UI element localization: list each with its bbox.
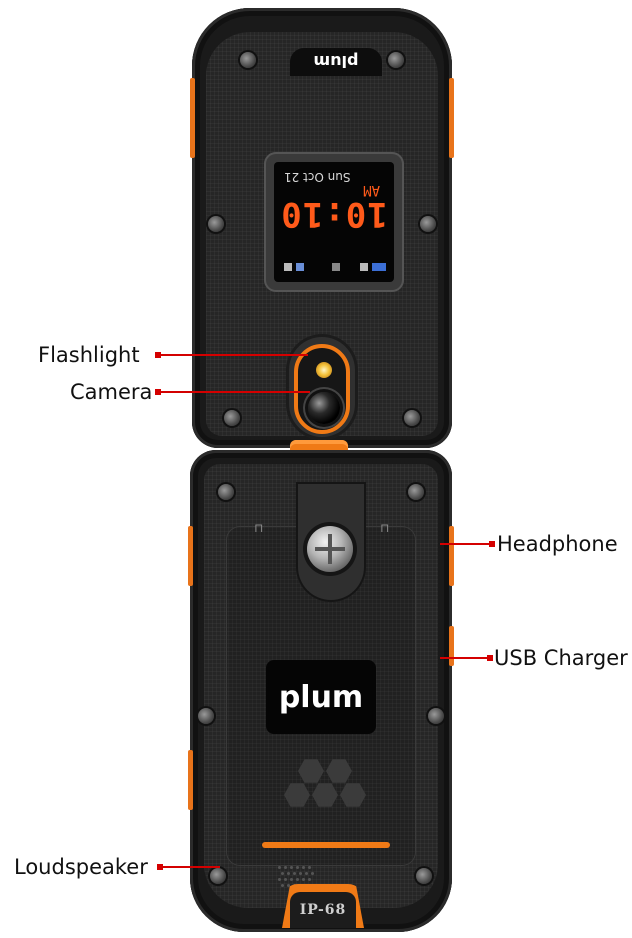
callout-loudspeaker-dot bbox=[157, 864, 163, 870]
callout-headphone-dot bbox=[489, 541, 495, 547]
signal-icon bbox=[360, 263, 368, 271]
screw-icon bbox=[388, 52, 404, 68]
external-display: 10:10 AM Sun Oct 21 bbox=[274, 162, 394, 282]
callout-usb-charger-line bbox=[440, 657, 490, 659]
side-accent-left bbox=[188, 526, 193, 586]
callout-flashlight-dot bbox=[155, 352, 161, 358]
callout-flashlight-line bbox=[158, 354, 308, 356]
ip-rating-label: IP-68 bbox=[290, 892, 356, 928]
screw-icon bbox=[218, 484, 234, 500]
callout-loudspeaker-label: Loudspeaker bbox=[14, 855, 148, 879]
usb-port-cover bbox=[449, 626, 454, 666]
network-icon bbox=[296, 263, 304, 271]
bottom-texture-panel: ⊓ ⊓ plum bbox=[198, 464, 444, 908]
message-icon bbox=[332, 263, 340, 271]
screw-icon bbox=[404, 410, 420, 426]
camera-module bbox=[286, 334, 358, 440]
callout-camera-line bbox=[158, 391, 310, 393]
battery-latch-knob[interactable] bbox=[307, 526, 353, 572]
flashlight-icon bbox=[316, 362, 332, 378]
phone-top-shell: plum 10:10 bbox=[190, 8, 454, 448]
unlock-icon: ⊓ bbox=[254, 521, 264, 535]
ip-rating-tab: IP-68 bbox=[282, 884, 364, 928]
callout-usb-charger-dot bbox=[487, 655, 493, 661]
clock-date: Sun Oct 21 bbox=[284, 170, 351, 184]
water-proof-icon bbox=[284, 783, 310, 807]
callout-loudspeaker-line bbox=[160, 866, 220, 868]
external-display-frame: 10:10 AM Sun Oct 21 bbox=[264, 152, 404, 292]
callout-headphone-label: Headphone bbox=[497, 532, 618, 556]
lock-icon: ⊓ bbox=[380, 521, 390, 535]
callout-camera-dot bbox=[155, 389, 161, 395]
screw-icon bbox=[224, 410, 240, 426]
alarm-icon bbox=[284, 263, 292, 271]
side-accent-left bbox=[190, 78, 195, 158]
camera-lens-icon bbox=[308, 392, 340, 424]
side-accent-right bbox=[449, 78, 454, 158]
screw-icon bbox=[210, 868, 226, 884]
battery-icon bbox=[372, 263, 386, 271]
drop-proof-icon bbox=[326, 759, 352, 783]
callout-usb-charger-label: USB Charger bbox=[494, 646, 628, 670]
screw-icon bbox=[428, 708, 444, 724]
clock-time: 10:10 bbox=[280, 194, 388, 234]
top-brand-logo: plum bbox=[290, 48, 382, 76]
callout-headphone-line bbox=[440, 543, 492, 545]
accent-bar bbox=[262, 842, 390, 848]
status-bar bbox=[280, 262, 388, 274]
back-brand-logo: plum bbox=[266, 660, 376, 734]
clock-ampm: AM bbox=[363, 182, 380, 198]
temperature-icon bbox=[312, 783, 338, 807]
screw-icon bbox=[416, 868, 432, 884]
side-accent-left bbox=[188, 750, 193, 810]
dust-proof-icon bbox=[298, 759, 324, 783]
screw-icon bbox=[408, 484, 424, 500]
callout-camera-label: Camera bbox=[70, 380, 153, 404]
side-accent-right bbox=[449, 526, 454, 586]
phone-bottom-shell: ⊓ ⊓ plum IP-68 bbox=[188, 450, 454, 932]
top-texture-panel: plum 10:10 bbox=[206, 32, 438, 440]
screw-icon bbox=[198, 708, 214, 724]
vibration-icon bbox=[340, 783, 366, 807]
screw-icon bbox=[240, 52, 256, 68]
callout-flashlight-label: Flashlight bbox=[38, 343, 140, 367]
screw-icon bbox=[420, 216, 436, 232]
camera-ring bbox=[294, 344, 350, 434]
screw-icon bbox=[208, 216, 224, 232]
